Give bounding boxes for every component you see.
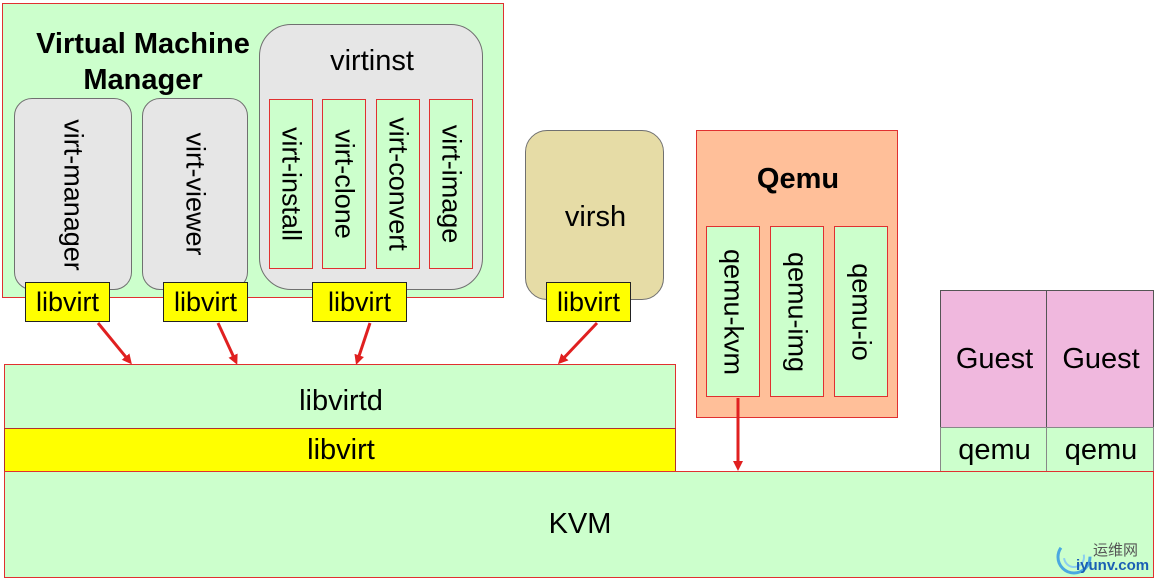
guest-2-qemu-box: qemu [1046, 427, 1154, 472]
virt-install-box: virt-install [269, 99, 313, 269]
libvirtd-label: libvirtd [299, 385, 383, 417]
arrow-virt-viewer-to-libvirtd [216, 322, 238, 365]
watermark-text-cn: 运维网 [1093, 541, 1139, 559]
virsh-box: virsh [525, 130, 664, 300]
qemu-io-box: qemu-io [834, 226, 888, 397]
virt-convert-box: virt-convert [376, 99, 420, 269]
guest-2-label: Guest [1062, 343, 1140, 375]
guest-2-qemu-label: qemu [1064, 434, 1138, 466]
qemu-title: Qemu [756, 163, 840, 195]
virt-clone-box: virt-clone [322, 99, 366, 269]
arrow-virtinst-to-libvirtd [354, 322, 372, 365]
virt-viewer-box: virt-viewer [142, 98, 248, 290]
libvirtd-libvirt-label: libvirt [307, 434, 375, 466]
virtinst-title: virtinst [330, 45, 414, 77]
virt-image-box: virt-image [429, 99, 473, 269]
qemu-img-box: qemu-img [770, 226, 824, 397]
kvm-box: KVM [4, 471, 1154, 578]
libvirt-tag-virt-viewer: libvirt [163, 282, 248, 322]
libvirt-tag-virt-manager: libvirt [25, 282, 110, 322]
guest-1-qemu-label: qemu [958, 434, 1031, 466]
vmm-title-line2: Manager [83, 64, 203, 96]
libvirt-tag-virsh: libvirt [546, 282, 631, 322]
guest-1-label: Guest [955, 343, 1034, 375]
arrow-virt-manager-to-libvirtd [96, 322, 132, 365]
libvirt-tag-virtinst: libvirt [312, 282, 407, 322]
virsh-label: virsh [564, 201, 627, 233]
kvm-label: KVM [548, 508, 612, 540]
vmm-title: Virtual Machine Manager [23, 26, 263, 98]
qemu-kvm-box: qemu-kvm [706, 226, 760, 397]
libvirtd-libvirt-bar: libvirt [4, 428, 676, 472]
watermark-logo [1052, 535, 1092, 575]
vmm-title-line1: Virtual Machine [36, 28, 250, 60]
watermark-swirl-icon [1056, 539, 1092, 575]
watermark-text-url: iyunv.com [1076, 557, 1150, 574]
guest-2-box: Guest [1046, 290, 1154, 428]
virt-manager-box: virt-manager [14, 98, 132, 290]
arrow-virsh-to-libvirtd [557, 321, 599, 365]
